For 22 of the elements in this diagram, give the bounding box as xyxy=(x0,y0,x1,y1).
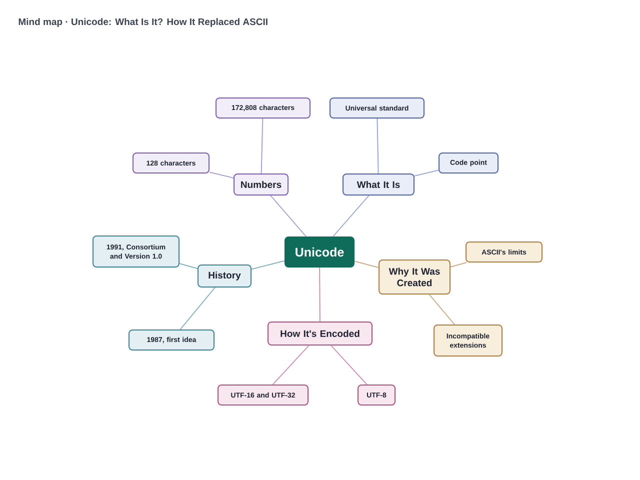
connector-line xyxy=(251,260,285,270)
connector-line xyxy=(270,195,307,237)
branch-box: Numbers xyxy=(234,174,288,196)
title: Mind map · Unicode: What Is It? How It Replaced ASCII xyxy=(18,18,268,27)
connector-line xyxy=(376,118,379,174)
branch-box: Why It Was Created xyxy=(378,260,450,294)
connector-line xyxy=(332,195,370,237)
connector-line xyxy=(354,260,379,268)
connector-line xyxy=(428,294,455,325)
branch-box: How It's Encoded xyxy=(268,322,372,346)
connector-line xyxy=(272,345,310,385)
central-topic-box: Unicode xyxy=(284,236,354,268)
connector-line xyxy=(179,263,198,269)
connector-line xyxy=(180,287,216,330)
connector-line xyxy=(209,172,234,178)
connector-line xyxy=(414,170,439,176)
connector-line xyxy=(319,267,320,322)
connector-line xyxy=(260,118,264,174)
connector-line xyxy=(450,262,467,268)
branch-box: What It Is xyxy=(342,174,414,196)
connector-line xyxy=(330,345,368,385)
branch-box: History xyxy=(198,264,252,288)
